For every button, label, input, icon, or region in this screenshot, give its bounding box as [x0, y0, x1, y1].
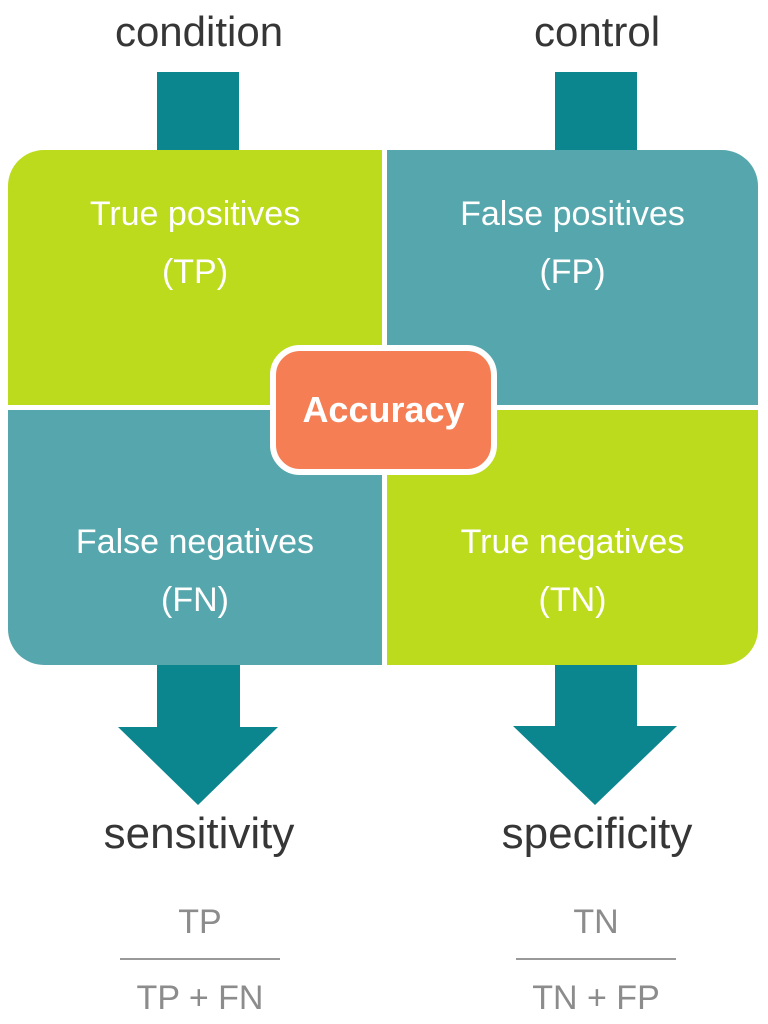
control-label: control [533, 8, 661, 55]
down-arrow-icon [118, 665, 278, 805]
specificity-formula-denominator: TN + FP [532, 979, 660, 1017]
accuracy-badge: Accuracy [270, 345, 497, 475]
condition-connector-bar [157, 72, 239, 152]
fraction-bar [120, 958, 280, 960]
cell-true-negatives-abbrev: (TN) [538, 581, 607, 619]
cell-false-positives-label: False positives [460, 195, 685, 233]
control-connector-bar [555, 72, 637, 152]
cell-true-positives-label: True positives [89, 195, 301, 233]
cell-true-positives-abbrev: (TP) [161, 253, 229, 291]
sensitivity-label: sensitivity [103, 809, 295, 858]
cell-false-negatives-label: False negatives [75, 523, 315, 561]
sensitivity-formula: TP TP + FN [98, 900, 302, 1020]
cell-true-positives: True positives (TP) [8, 150, 382, 405]
specificity-formula-numerator: TN [573, 903, 619, 941]
specificity-formula: TN TN + FP [494, 900, 698, 1020]
cell-true-negatives-label: True negatives [460, 523, 685, 561]
cell-false-positives-abbrev: (FP) [539, 253, 606, 291]
fraction-bar [516, 958, 676, 960]
sensitivity-formula-denominator: TP + FN [136, 979, 264, 1017]
cell-false-negatives-abbrev: (FN) [161, 581, 229, 619]
condition-label: condition [114, 8, 284, 55]
accuracy-badge-label: Accuracy [302, 389, 465, 430]
sensitivity-formula-numerator: TP [178, 903, 222, 941]
down-arrow-icon [513, 665, 677, 805]
specificity-label: specificity [501, 809, 693, 858]
